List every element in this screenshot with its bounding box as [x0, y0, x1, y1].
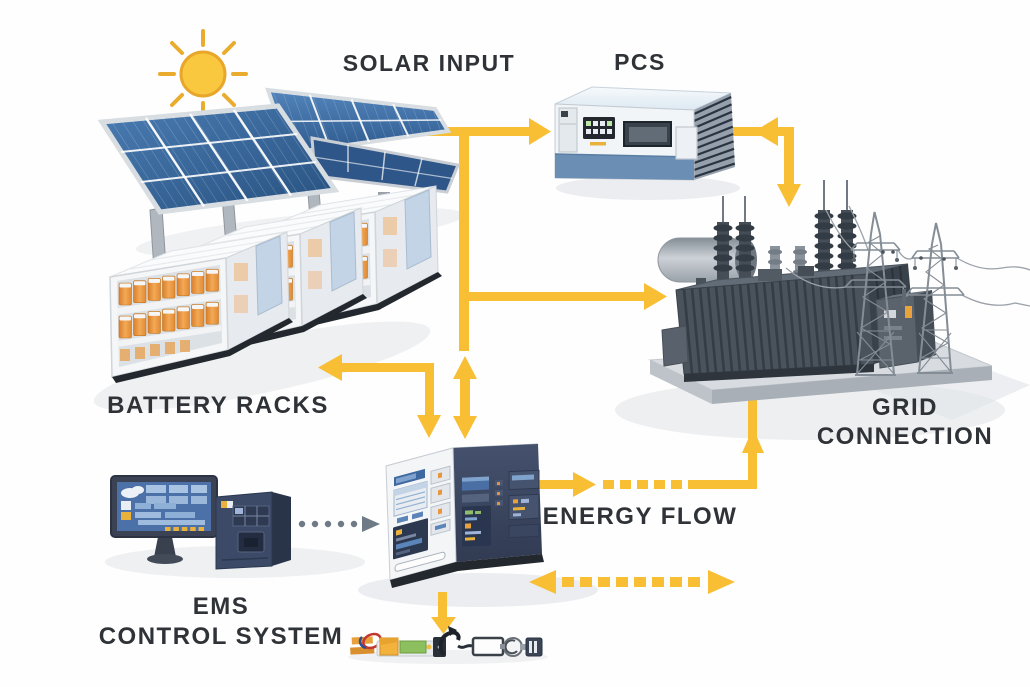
- pcs-unit-icon: [554, 86, 736, 181]
- meter-strip-icon: [350, 626, 543, 657]
- energy-flow-arrows: [318, 117, 801, 634]
- arrow-solar-junction-down: [459, 131, 469, 351]
- label-pcs: PCS: [614, 49, 666, 75]
- ess-front-panel: [393, 465, 451, 572]
- arrow-cabinet-solar-double: [453, 356, 477, 439]
- arrow-cabinet-to-transformer: [533, 400, 764, 497]
- ems-to-cabinet-dotted-arrow: [298, 516, 380, 532]
- arrow-to-battery-racks: [318, 354, 441, 438]
- ems-monitor-icon: [110, 475, 218, 564]
- bushing-insulators: [713, 180, 857, 282]
- label-solar-input: SOLAR INPUT: [342, 50, 516, 76]
- ess-side-panel: [462, 469, 540, 547]
- label-ems-line2: CONTROL SYSTEM: [98, 623, 344, 651]
- arrow-junction-to-transformer: [464, 283, 667, 310]
- label-ems-control-system: EMS CONTROL SYSTEM: [91, 592, 351, 652]
- sun-icon: [158, 29, 248, 119]
- transformer-icon: [648, 180, 993, 404]
- ess-cabinet-icon: [385, 443, 544, 588]
- label-energy-flow: ENERGY FLOW: [542, 503, 738, 530]
- arrow-grid-double-dashed: [529, 570, 735, 594]
- label-battery-racks: BATTERY RACKS: [107, 392, 329, 419]
- ems-control-system: [110, 475, 380, 570]
- label-ems-line1: EMS: [192, 593, 250, 620]
- label-grid-line2: CONNECTION: [816, 423, 994, 451]
- transmission-towers-icon: [785, 205, 1030, 376]
- arrow-cabinet-to-meters: [431, 592, 456, 634]
- label-grid-line1: GRID: [872, 394, 938, 421]
- ems-server-icon: [215, 491, 291, 570]
- arrow-pcs-grid-bidirectional: [730, 117, 801, 207]
- power-line-wires: [785, 205, 1030, 307]
